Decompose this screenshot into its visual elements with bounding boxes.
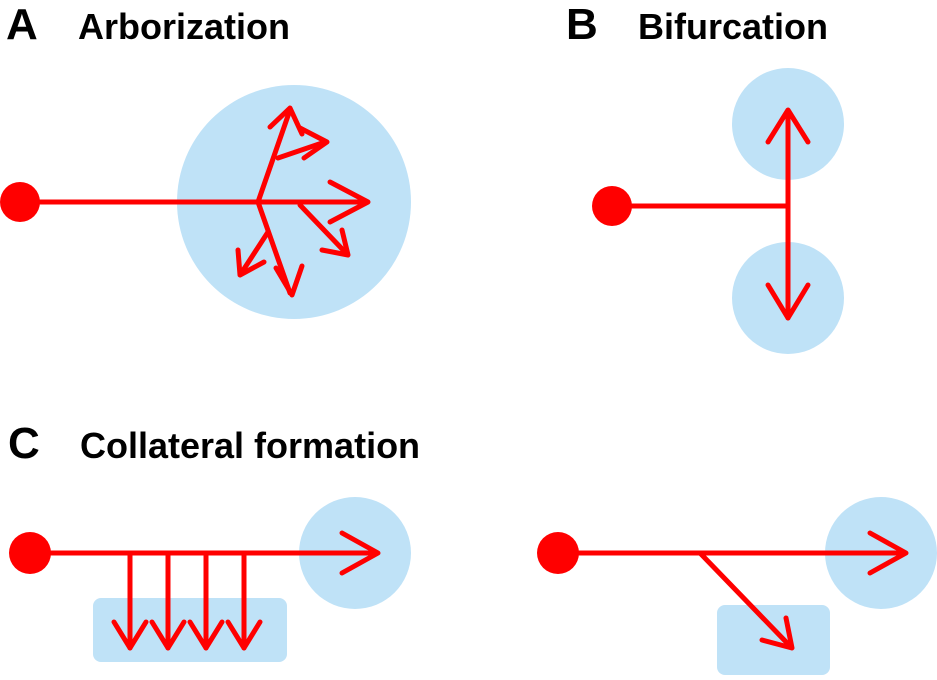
panel-a-branch-lower-left xyxy=(239,229,271,275)
panel-c-collateral-2-arrowhead xyxy=(149,619,187,651)
panel-a-letter: A xyxy=(6,0,38,49)
panel-c-collateral-4-arrowhead xyxy=(225,619,263,651)
panel-b-axon xyxy=(592,107,811,321)
panel-a-title: Arborization xyxy=(78,6,290,47)
panel-c-letter: C xyxy=(8,419,40,468)
panel-c-right-main-arrowhead xyxy=(867,530,909,576)
panel-c-right-target-box xyxy=(717,605,830,675)
panel-b-letter: B xyxy=(566,0,598,49)
panel-b-lower-arrowhead xyxy=(765,282,811,321)
panel-c-right-collateral-arrowhead xyxy=(759,615,795,651)
panel-a-branch-upper-right-arrowhead xyxy=(297,125,330,161)
panel-a-branch-lower-arrowhead xyxy=(273,263,305,298)
panel-c-left-axon xyxy=(9,530,381,651)
panel-b: B Bifurcation xyxy=(566,0,844,354)
panel-c-left-main-arrowhead xyxy=(339,530,381,576)
panel-a: A Arborization xyxy=(0,0,411,319)
panel-a-branch-upper-arrowhead xyxy=(267,105,305,137)
panel-b-title: Bifurcation xyxy=(638,6,828,47)
panel-c-collateral-1-arrowhead xyxy=(111,619,149,651)
panel-a-branch-upper xyxy=(255,107,293,205)
panel-a-branch-lower-right-arrowhead xyxy=(319,227,351,258)
panel-c-right-collateral xyxy=(697,550,793,649)
panel-c: C Collateral formation xyxy=(8,419,937,675)
panel-c-left-target-box xyxy=(93,598,287,662)
panel-a-branch-upper-right xyxy=(275,139,328,161)
panel-c-title: Collateral formation xyxy=(80,425,420,466)
panel-a-branch-lower-left-arrowhead xyxy=(235,247,267,278)
panel-a-main-arrowhead xyxy=(327,179,371,225)
panel-a-axon xyxy=(0,105,371,298)
panel-c-collateral-3-arrowhead xyxy=(187,619,225,651)
panel-a-branch-lower-right xyxy=(297,202,349,256)
panel-c-right-axon xyxy=(537,530,909,651)
panel-b-upper-arrowhead xyxy=(765,107,811,145)
